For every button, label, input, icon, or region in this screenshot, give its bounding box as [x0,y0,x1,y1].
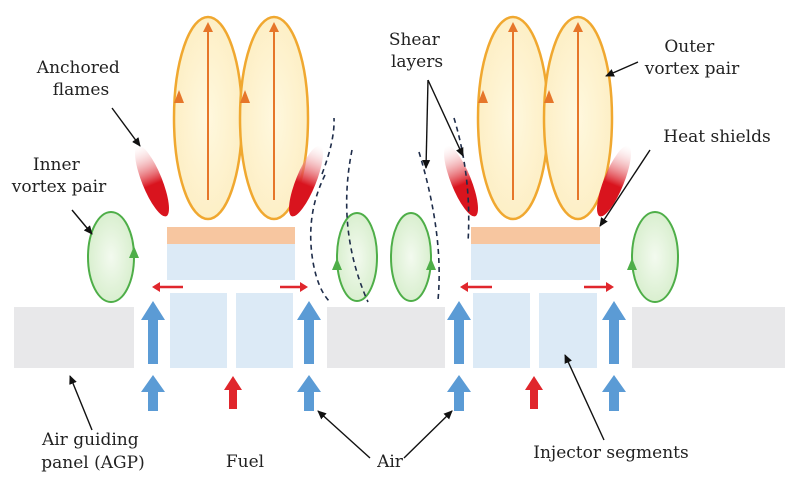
air-arrow-2-lower [297,375,321,411]
inner-vortex-pairs [87,211,679,303]
inner-vortex-arrow-1 [129,246,139,258]
label-fuel: Fuel [226,452,264,472]
injector-right-a [473,293,530,368]
label-inner-vortex-1: Inner [33,155,81,175]
labels: Anchored flames Inner vortex pair Shear … [11,30,771,473]
air-arrow-3-lower [447,375,471,411]
shear-layer-4 [453,117,470,243]
outer-vortex-arrow-1 [174,90,184,103]
injector-segments [167,244,600,368]
svg-text:Inner vortex pair: Inner vortex pair [11,155,107,197]
label-anchored-flames-2: flames [53,80,109,100]
heat-shields [167,227,600,244]
label-agp-1: Air guiding [41,430,139,450]
heat-shield-left [167,227,295,244]
agp-right [632,307,785,368]
outer-vortex-arrow-2 [240,90,250,103]
injector-left-upper [167,244,295,280]
label-injector-segments: Injector segments [533,443,688,463]
leader-air-1 [317,410,371,459]
inner-vortex-1 [87,211,135,303]
heat-shield-right [471,227,600,244]
label-inner-vortex-2: vortex pair [11,177,107,197]
leader-heat-shields [599,149,651,227]
air-arrow-4-lower [602,375,626,411]
agp-center [327,307,445,368]
label-agp-2: panel (AGP) [41,453,144,473]
inner-vortex-4 [631,211,679,303]
shear-layer-2 [345,149,369,303]
svg-text:Outer vortex pair: Outer vortex pair [644,37,740,79]
flame-3 [444,145,478,217]
inner-vortex-arrow-4 [627,258,637,270]
air-arrows [141,301,626,411]
leader-inner-vortex [71,209,93,235]
svg-text:Air guiding panel (AGP): Air guiding panel (AGP) [41,430,145,473]
svg-text:Shear layers: Shear layers [389,30,445,72]
inner-vortex-arrow-2 [332,258,342,270]
label-heat-shields: Heat shields [663,127,770,147]
lateral-fuel-jets [152,282,614,292]
shear-layer-3 [418,151,440,301]
air-arrow-4-upper [602,301,626,364]
label-air: Air [376,452,404,472]
anchored-flames [135,145,631,217]
label-shear-layers-1: Shear [389,30,441,50]
shear-layer-1 [309,117,335,303]
label-outer-vortex-2: vortex pair [644,59,740,79]
flame-1 [135,145,169,217]
air-guiding-panels [14,307,785,368]
leader-shear-2 [422,79,431,169]
flame-2 [289,145,323,217]
flame-4 [597,145,631,217]
fuel-arrows [224,376,543,409]
jet-right-1-head [300,282,308,292]
outer-vortex-arrow-4 [544,90,554,103]
label-outer-vortex-1: Outer [664,37,715,57]
leader-lines [69,61,651,459]
svg-text:Anchored flames: Anchored flames [36,58,125,100]
label-anchored-flames-1: Anchored [36,58,120,78]
fuel-arrow-2 [525,376,543,409]
injector-left-a [170,293,227,368]
shear-layers [309,117,470,303]
air-arrow-1-lower [141,375,165,411]
injector-right-b [539,293,597,368]
leader-outer-vortex [605,61,639,77]
jet-left-1-head [152,282,160,292]
leader-air-2 [403,410,453,459]
air-arrow-3-upper [447,301,471,364]
leader-shear-1 [427,79,464,157]
air-arrow-2-upper [297,301,321,364]
label-shear-layers-2: layers [391,52,443,72]
outer-vortex-pairs [172,15,614,221]
agp-left [14,307,134,368]
leader-injector [564,354,605,441]
injector-left-b [236,293,293,368]
injector-right-upper [471,244,600,280]
inner-vortex-arrow-3 [426,258,436,270]
leader-anchored-flames [111,107,141,147]
jet-left-2-head [460,282,468,292]
outer-vortex-arrow-3 [478,90,488,103]
jet-right-2-head [606,282,614,292]
fuel-arrow-1 [224,376,242,409]
inner-vortex-2 [336,212,378,302]
air-arrow-1-upper [141,301,165,364]
leader-agp [69,375,93,431]
inner-vortex-3 [390,212,432,302]
